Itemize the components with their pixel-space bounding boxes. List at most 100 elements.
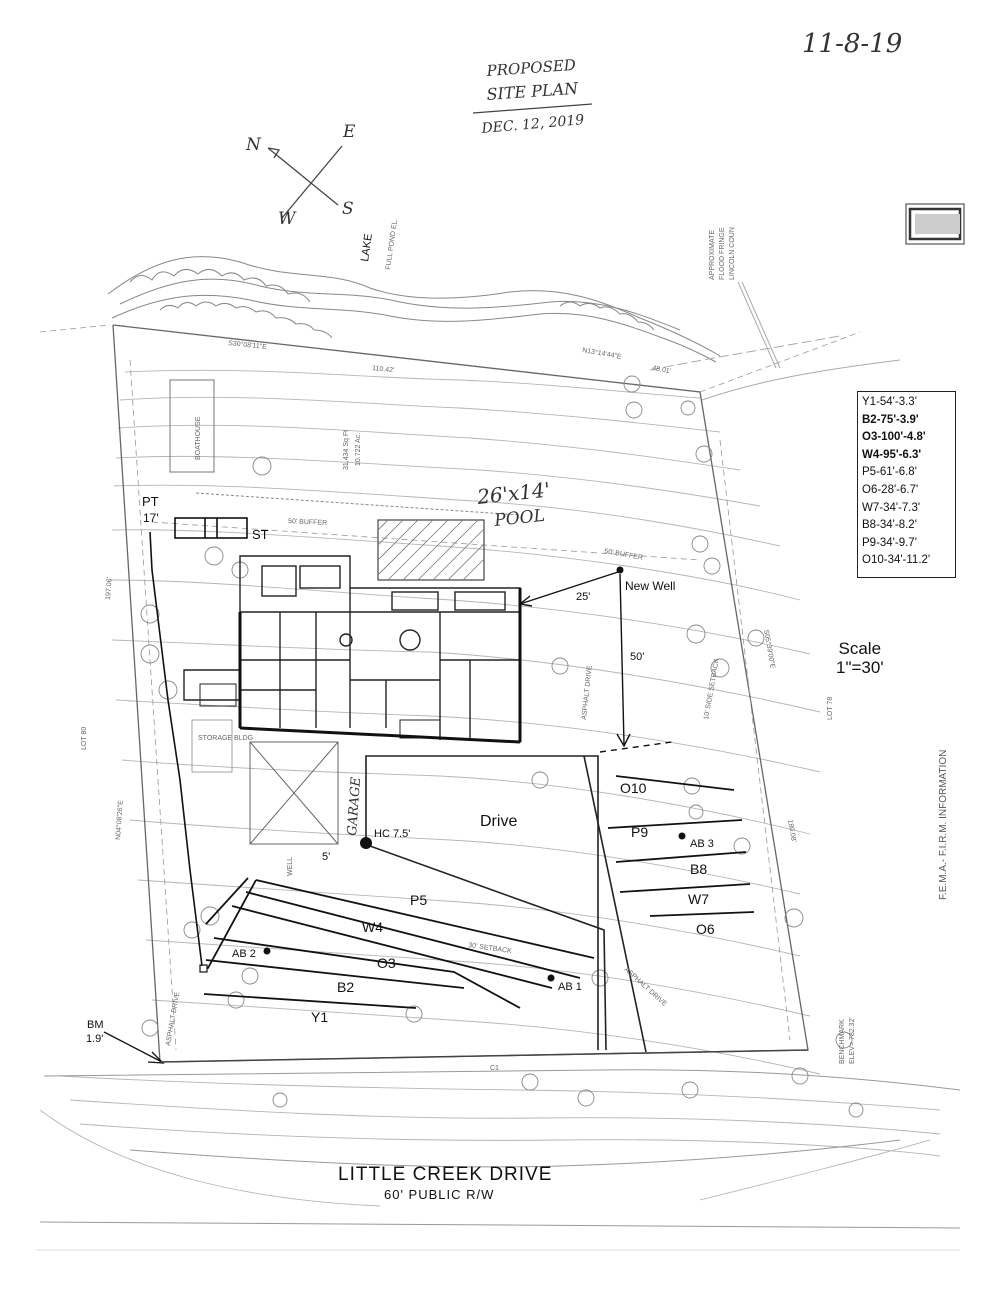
trench-b8: B8 (690, 861, 707, 877)
road-name: LITTLE CREEK DRIVE (338, 1164, 552, 1185)
flood-note-2: FLOOD FRINGE (719, 227, 726, 280)
compass-s: S (342, 199, 354, 219)
well-dimension-arrows (518, 571, 631, 748)
house-footprint (183, 555, 521, 743)
lake-sublabel: FULL POND EL. (385, 218, 399, 270)
benchmark-label: BENCHMARK (839, 1019, 846, 1064)
legend-item: P5-61'-6.8' (862, 466, 917, 479)
north-arrow-icon (267, 145, 343, 219)
dashed-setback-lines (39, 324, 861, 1051)
trench-o3: O3 (377, 955, 396, 971)
garage-label: GARAGE (345, 776, 364, 836)
five-label: 5' (322, 851, 330, 863)
fema-box (905, 203, 965, 245)
hc-label: HC 7.5' (374, 828, 410, 840)
compass-w: W (278, 209, 297, 229)
scale-note: Scale 1"=30' (836, 639, 884, 677)
septic-tank (174, 517, 248, 539)
well-setback-dash (599, 741, 673, 753)
dist-top: 110.42' (372, 365, 395, 374)
frontage-line (159, 1049, 809, 1063)
hc-marker (360, 837, 372, 849)
lake-shoreline (107, 256, 721, 363)
title-date: DEC. 12, 2019 (480, 112, 585, 137)
new-well-marker (616, 566, 624, 574)
area-label-2: 10.722 Ac. (355, 433, 362, 466)
boring-ab1: AB 1 (558, 981, 582, 993)
dist-50: 50' (630, 651, 644, 663)
trench-w7: W7 (688, 891, 709, 907)
trench-p9: P9 (631, 824, 648, 840)
asphalt-drive-left: ASPHALT DRIVE (165, 991, 181, 1046)
benchmark-elev: ELEV= 782.32' (849, 1017, 856, 1064)
storage-label: STORAGE BLDG (198, 735, 253, 742)
trench-legend: Y1-54'-3.3'B2-75'-3.9'O3-100'-4.8'W4-95'… (857, 391, 956, 578)
bearing-top2: N13°14'44"E (582, 346, 623, 361)
distribution-box (199, 964, 208, 973)
boathouse (169, 379, 215, 473)
bm-label: BM (87, 1019, 104, 1031)
fema-note: F.E.M.A.- F.I.R.M. INFORMATION (938, 750, 949, 900)
trench-b2: B2 (337, 979, 354, 995)
c1-label: C1 (490, 1065, 499, 1072)
compass-e: E (342, 122, 356, 142)
drive-label: Drive (480, 813, 517, 830)
boring-ab2: AB 2 (232, 948, 256, 960)
pt-label: PT (142, 494, 159, 509)
driveway (365, 755, 647, 1053)
boathouse-label: BOATHOUSE (195, 416, 202, 460)
lot-left: LOT 80 (81, 727, 88, 750)
legend-item: B8-34'-8.2' (862, 519, 917, 532)
legend-item: W4-95'-6.3' (862, 448, 922, 461)
area-label-1: 31,434 Sq Ft (343, 430, 350, 470)
boring-ab3: AB 3 (690, 838, 714, 850)
trench-y1: Y1 (311, 1009, 328, 1025)
right-dist: 180.08' (786, 819, 797, 843)
trench-w4: W4 (362, 919, 383, 935)
pt-value: 17' (143, 511, 159, 525)
boring-ab2-marker (263, 947, 271, 955)
buffer-label: 50' BUFFER (288, 518, 327, 527)
dist-25: 25' (576, 591, 590, 603)
new-well-label: New Well (625, 579, 675, 593)
garage (249, 741, 339, 845)
scale-line1: Scale (838, 639, 882, 658)
well-house-label: WELL (287, 857, 294, 876)
trench-o6: O6 (696, 921, 715, 937)
st-label: ST (252, 527, 269, 542)
trench-lines-left (200, 877, 595, 1009)
flood-note-1: APPROXIMATE (709, 230, 716, 280)
trench-p5: P5 (410, 892, 427, 908)
buffer-line (195, 492, 521, 516)
left-dist: 197.06' (105, 577, 114, 600)
left-bearing: N04°08'26"E (114, 800, 125, 840)
asphalt-drive-right: ASPHALT DRIVE (581, 665, 594, 720)
pool-word: POOL (492, 506, 545, 531)
road-subtitle: 60' PUBLIC R/W (384, 1187, 494, 1202)
legend-item: O6-28'-6.7' (862, 483, 919, 496)
bm-arrow (103, 1031, 165, 1064)
lot-right: LOT 78 (827, 697, 834, 720)
road-edges (39, 1069, 961, 1229)
pool (377, 519, 485, 581)
bm-value: 1.9' (86, 1033, 103, 1045)
title-underline (472, 103, 593, 114)
storage-building (191, 719, 233, 773)
flood-note-3: LINCOLN COUN (729, 227, 736, 280)
dist-right: 48.01' (652, 365, 672, 375)
legend-item: O10-34'-11.2' (862, 554, 931, 567)
trench-o10: O10 (620, 780, 647, 796)
house-walls-thick (238, 588, 522, 744)
buffer-label-2: 50' BUFFER (604, 548, 644, 562)
title-line1: PROPOSED (485, 56, 576, 80)
pool-size: 26'x14' (475, 477, 551, 509)
flood-fringe-lines (649, 281, 901, 401)
lake-label: LAKE (359, 233, 375, 263)
boring-ab1-marker (547, 974, 555, 982)
date-stamp: 11-8-19 (802, 29, 902, 59)
legend-item: W7-34'-7.3' (862, 501, 921, 514)
trench-lines-right (607, 775, 755, 917)
main-sewer-line (149, 531, 203, 967)
legend-item: O3-100'-4.8' (862, 431, 926, 444)
